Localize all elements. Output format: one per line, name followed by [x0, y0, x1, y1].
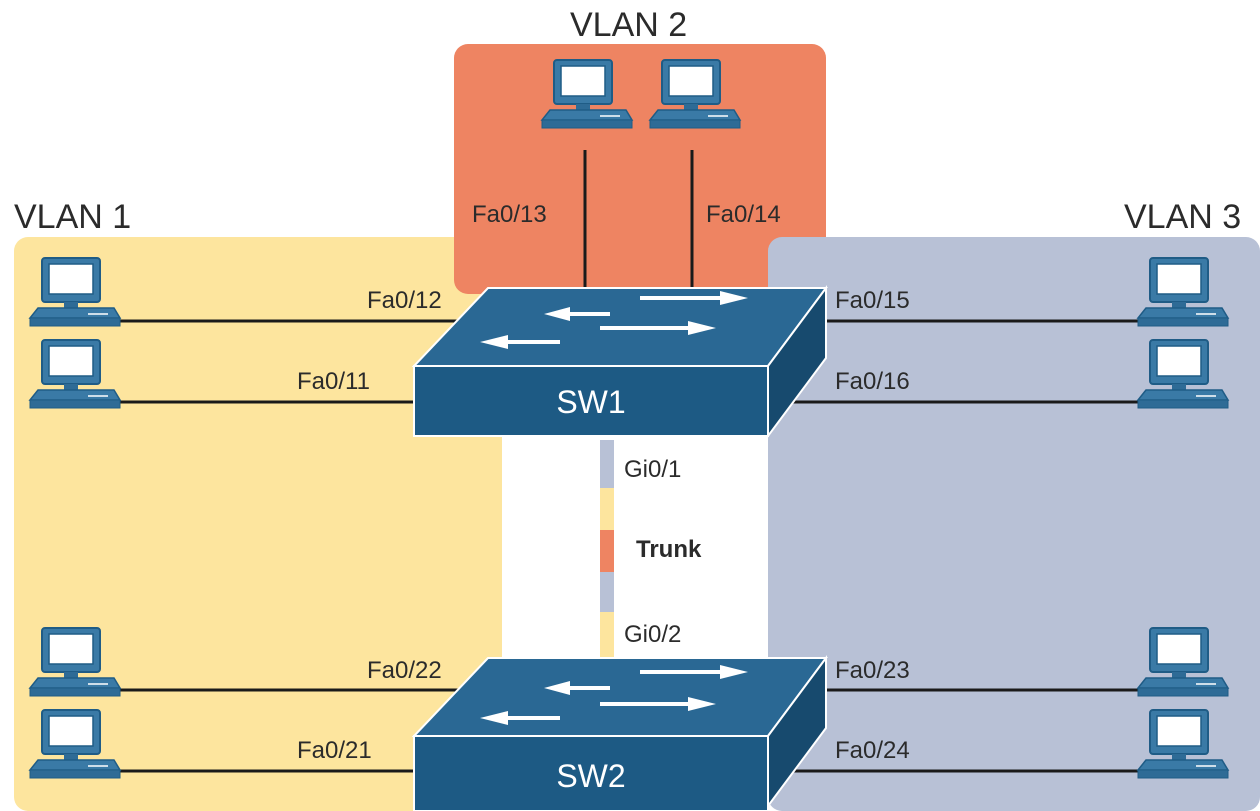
vlan2-title: VLAN 2	[570, 6, 687, 44]
port-gi0-2: Gi0/2	[624, 621, 681, 648]
sw1-label: SW1	[556, 384, 625, 420]
port-gi0-1: Gi0/1	[624, 456, 681, 483]
network-switch-icon	[480, 291, 748, 349]
sw1-front	[413, 365, 769, 437]
vlan3-title: VLAN 3	[1124, 198, 1241, 236]
trunk-link	[600, 440, 614, 658]
vlan3-area	[768, 237, 1260, 811]
port-fa0-22: Fa0/22	[367, 657, 442, 684]
network-switch-icon	[480, 665, 748, 725]
sw2-top	[411, 657, 828, 737]
vlan1-title: VLAN 1	[14, 198, 131, 236]
vlan1-area	[14, 237, 502, 811]
port-fa0-13: Fa0/13	[472, 201, 547, 228]
port-fa0-11: Fa0/11	[297, 368, 370, 395]
switch-sw1: SW1	[411, 284, 828, 440]
port-fa0-16: Fa0/16	[835, 368, 910, 395]
port-fa0-15: Fa0/15	[835, 287, 910, 314]
links	[114, 150, 1145, 773]
switch-sw2: SW2	[411, 654, 828, 811]
trunk-label: Trunk	[636, 536, 702, 563]
sw2-label: SW2	[556, 758, 625, 794]
sw2-front	[413, 735, 769, 811]
port-fa0-14: Fa0/14	[706, 201, 781, 228]
port-fa0-12: Fa0/12	[367, 287, 442, 314]
port-fa0-21: Fa0/21	[297, 737, 372, 764]
port-fa0-24: Fa0/24	[835, 737, 910, 764]
port-fa0-23: Fa0/23	[835, 657, 910, 684]
vlan2-area	[454, 44, 826, 294]
